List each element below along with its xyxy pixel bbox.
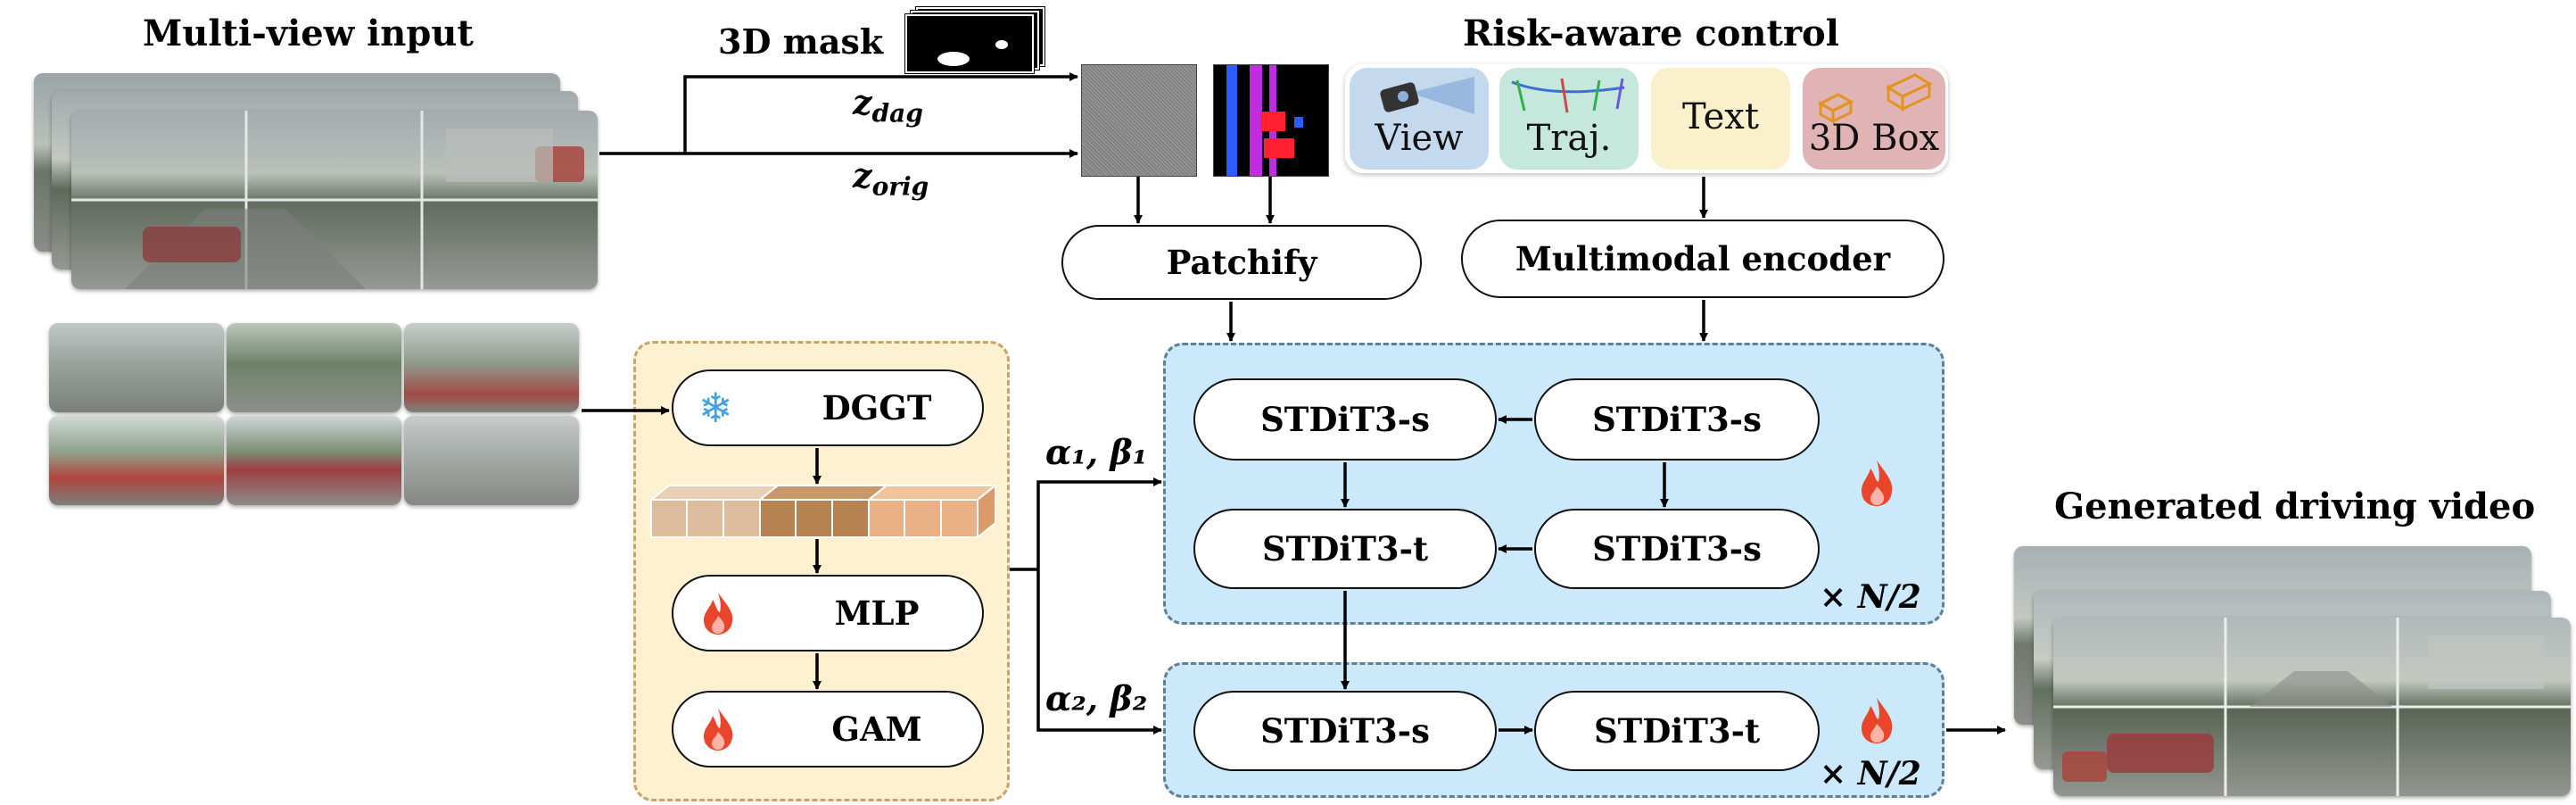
modulation-first-arrow (1036, 477, 1162, 569)
stdit-s-top-left-label: STDiT3-s (1260, 400, 1430, 439)
z-orig-subscript: orig (871, 171, 929, 202)
repeat-label-bottom: × N/2 (1820, 755, 1921, 793)
mask-title: 3D mask (718, 21, 884, 62)
mask-frame-front (905, 14, 1034, 73)
stdit-s-bottom-left-label: STDiT3-s (1260, 711, 1430, 751)
stdit-t-mid-left-label: STDiT3-t (1261, 529, 1429, 568)
grid-view-5 (227, 416, 401, 505)
grid-view-2 (227, 323, 401, 412)
noise-latent (1081, 64, 1197, 177)
flame-icon (704, 709, 733, 751)
generated-video-stack (2014, 546, 2576, 805)
input-frame-scene (71, 111, 598, 289)
mask-stack (905, 7, 1048, 73)
patchify-label: Patchify (1166, 243, 1317, 282)
control-traj: Traj. (1499, 68, 1639, 170)
flame-icon (1862, 698, 1893, 743)
camera-icon (1380, 77, 1474, 114)
modulation-label-first: α₁, β₁ (1045, 432, 1148, 472)
control-view: View (1350, 68, 1489, 170)
stdit-s-mid-right-label: STDiT3-s (1592, 529, 1762, 568)
dggt-label: DGGT (822, 388, 932, 427)
stdit-t-mid-left: STDiT3-t (1193, 509, 1497, 589)
z-orig-label: zorig (853, 155, 929, 202)
stdit-s-top-left: STDiT3-s (1193, 378, 1497, 461)
control-text-label: Text (1682, 96, 1759, 137)
gam-node: GAM (672, 691, 984, 768)
generated-video-title: Generated driving video (2054, 485, 2536, 527)
grid-view-1 (49, 323, 224, 412)
mlp-node: MLP (672, 575, 984, 651)
feature-block-medium (866, 483, 998, 540)
z-dag-base: z (853, 82, 872, 122)
mask-latent (1213, 64, 1329, 177)
multiview-input-grid (49, 323, 584, 509)
control-text: Text (1651, 68, 1790, 170)
multiview-input-stack (34, 73, 605, 296)
risk-control-title: Risk-aware control (1463, 12, 1839, 54)
mask-blobs (937, 40, 1008, 66)
gam-label: GAM (831, 710, 922, 749)
control-3dbox: 3D Box (1803, 68, 1945, 170)
feature-block-light (649, 483, 780, 540)
dggt-node: ❄ DGGT (672, 369, 984, 446)
mask-latent-pattern (1226, 65, 1303, 176)
repeat-label-top: × N/2 (1820, 578, 1921, 616)
mlp-label: MLP (834, 593, 920, 633)
z-orig-base: z (853, 155, 872, 195)
flame-icon (704, 593, 733, 635)
stdit-s-top-right-label: STDiT3-s (1592, 400, 1762, 439)
snowflake-icon: ❄ (698, 384, 733, 432)
z-dag-label: zdag (853, 82, 923, 129)
feature-blocks (649, 483, 998, 540)
stdit-s-bottom-left: STDiT3-s (1193, 691, 1497, 771)
stdit-t-bottom-right: STDiT3-t (1534, 691, 1820, 771)
multimodal-encoder-label: Multimodal encoder (1515, 239, 1891, 278)
output-frame-scene (2053, 618, 2571, 796)
feature-block-dark (757, 483, 889, 540)
grid-view-6 (404, 416, 579, 505)
modulation-label-second: α₂, β₂ (1045, 678, 1148, 718)
flame-icon (1862, 461, 1893, 506)
stdit-s-top-right: STDiT3-s (1534, 378, 1820, 461)
output-frame-front (2053, 618, 2571, 796)
box-icon (1817, 73, 1933, 124)
control-3dbox-label: 3D Box (1808, 118, 1940, 159)
stdit-s-mid-right: STDiT3-s (1534, 509, 1820, 589)
multiview-input-title: Multi-view input (143, 12, 474, 54)
multimodal-encoder-node: Multimodal encoder (1461, 220, 1944, 298)
z-dag-subscript: dag (871, 98, 923, 129)
patchify-node: Patchify (1061, 225, 1422, 300)
input-frame-front (71, 111, 598, 289)
grid-view-4 (49, 416, 224, 505)
control-traj-label: Traj. (1526, 118, 1612, 159)
trajectory-icon (1511, 78, 1625, 113)
stdit-t-bottom-right-label: STDiT3-t (1593, 711, 1761, 751)
grid-view-3 (404, 323, 579, 412)
control-view-label: View (1375, 118, 1464, 159)
